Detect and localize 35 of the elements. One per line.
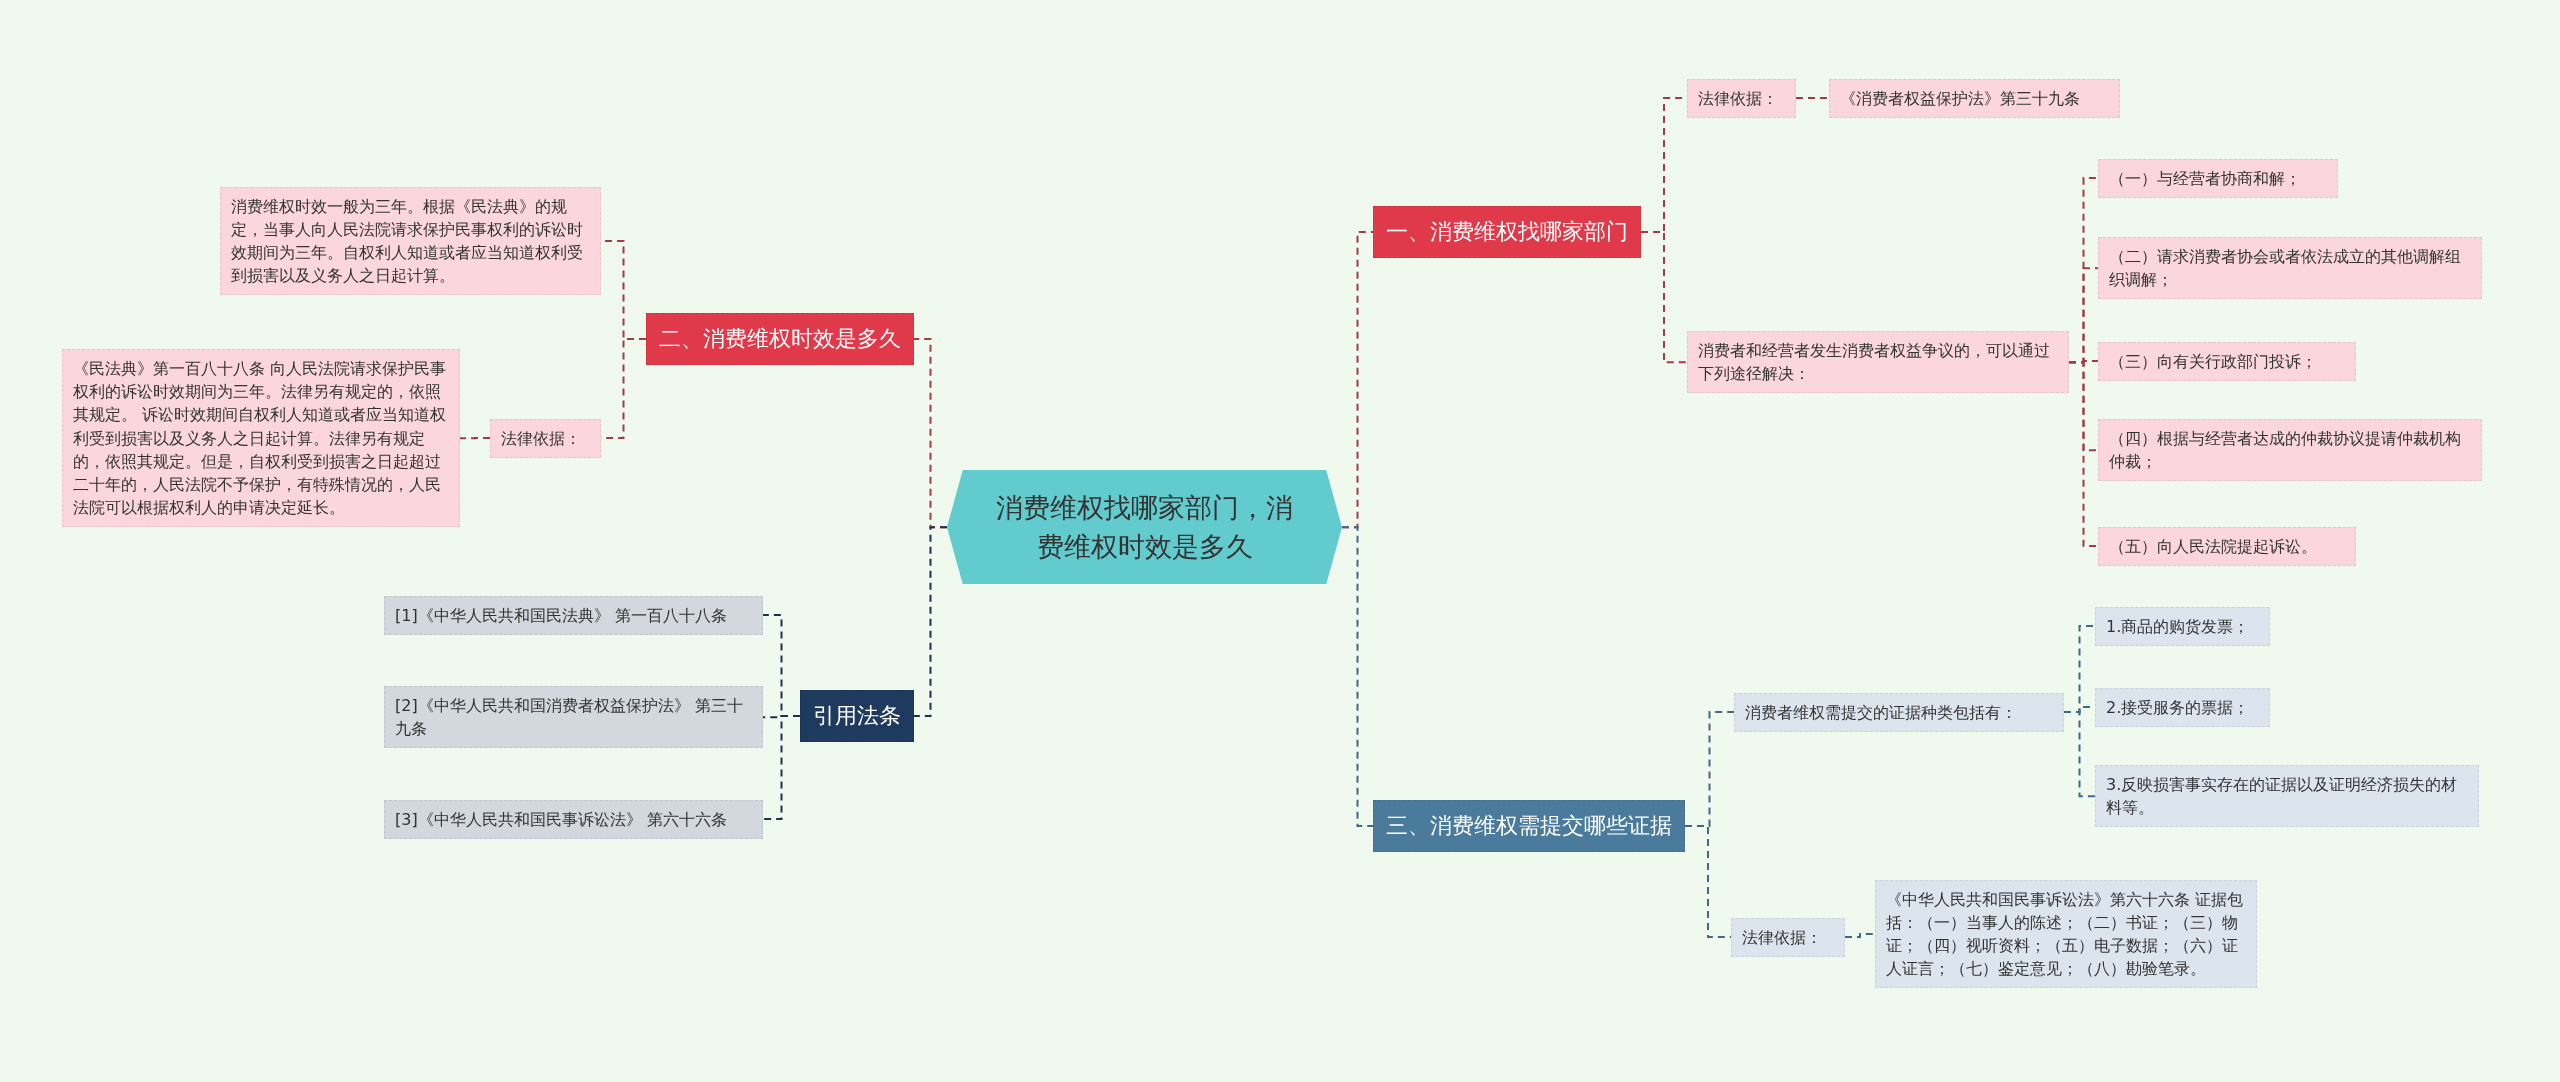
subtopic-box: 《中华人民共和国民事诉讼法》第六十六条 证据包括：（一）当事人的陈述；（二）书证；（三）物证；（四）视听资料；（五）电子数据；（六）证人证言；（七）鉴定意见；（八）勘验笔录。 — [1875, 879, 2257, 989]
subtopic-box: 2.接受服务的票据； — [2095, 687, 2270, 727]
connector-line — [1795, 97, 1830, 100]
subtopic-box: 法律依据： — [490, 418, 601, 458]
subtopic-box: 法律依据： — [1687, 78, 1796, 118]
connector-line — [1684, 824, 1732, 939]
subtopic-box: 消费维权时效一般为三年。根据《民法典》的规定，当事人向人民法院请求保护民事权利的诉讼时效期间为三年。自权利人知道或者应当知道权利受到损害以及义务人之日起计算。 — [220, 186, 601, 296]
subtopic-box: 3.反映损害事实存在的证据以及证明经济损失的材料等。 — [2095, 765, 2479, 828]
connector-line — [2063, 711, 2096, 798]
reference-box: [2]《中华人民共和国消费者权益保护法》 第三十九条 — [384, 686, 763, 749]
subtopic-box: 消费者和经营者发生消费者权益争议的，可以通过下列途径解决： — [1687, 331, 2069, 394]
subtopic-box: 《消费者权益保护法》第三十九条 — [1829, 78, 2120, 118]
central-topic-hexagon: 消费维权找哪家部门，消费维权时效是多久 — [947, 470, 1342, 585]
branch-topic-box: 引用法条 — [800, 690, 914, 742]
subtopic-box: （四）根据与经营者达成的仲裁协议提请仲裁机构仲裁； — [2098, 419, 2482, 482]
subtopic-box: （五）向人民法院提起诉讼。 — [2098, 526, 2356, 566]
reference-box: [1]《中华人民共和国民法典》 第一百八十八条 — [384, 595, 763, 635]
connector-line — [762, 714, 801, 821]
branch-topic-box: 三、消费维权需提交哪些证据 — [1373, 800, 1685, 852]
subtopic-box: （二）请求消费者协会或者依法成立的其他调解组织调解； — [2098, 237, 2482, 300]
connector-line — [913, 526, 948, 717]
connector-line — [1640, 230, 1688, 364]
reference-box: [3]《中华人民共和国民事诉讼法》 第六十六条 — [384, 799, 763, 839]
subtopic-box: 《民法典》第一百八十八条 向人民法院请求保护民事权利的诉讼时效期间为三年。法律另有规定的，依照其规定。 诉讼时效期间自权利人知道或者应当知道权利受到损害以及义务人之日起计算。法律另有规定的，依照其规定。但是，自权利受到损害之日起超过二十年的，人民法院不予保护，有特殊情况的，人民法院可以根据权利人的申请决定延长。 — [62, 349, 460, 528]
subtopic-box: 法律依据： — [1731, 917, 1845, 957]
connector-line — [1844, 932, 1876, 939]
branch-topic-box: 二、消费维权时效是多久 — [646, 313, 914, 365]
subtopic-box: （三）向有关行政部门投诉； — [2098, 341, 2356, 381]
subtopic-box: 1.商品的购货发票； — [2095, 606, 2270, 646]
connector-line — [459, 437, 491, 440]
subtopic-box: （一）与经营者协商和解； — [2098, 158, 2338, 198]
subtopic-box: 消费者维权需提交的证据种类包括有： — [1734, 692, 2064, 732]
connector-line — [1341, 526, 1374, 827]
connector-line — [2068, 361, 2099, 548]
branch-topic-box: 一、消费维权找哪家部门 — [1373, 206, 1641, 258]
